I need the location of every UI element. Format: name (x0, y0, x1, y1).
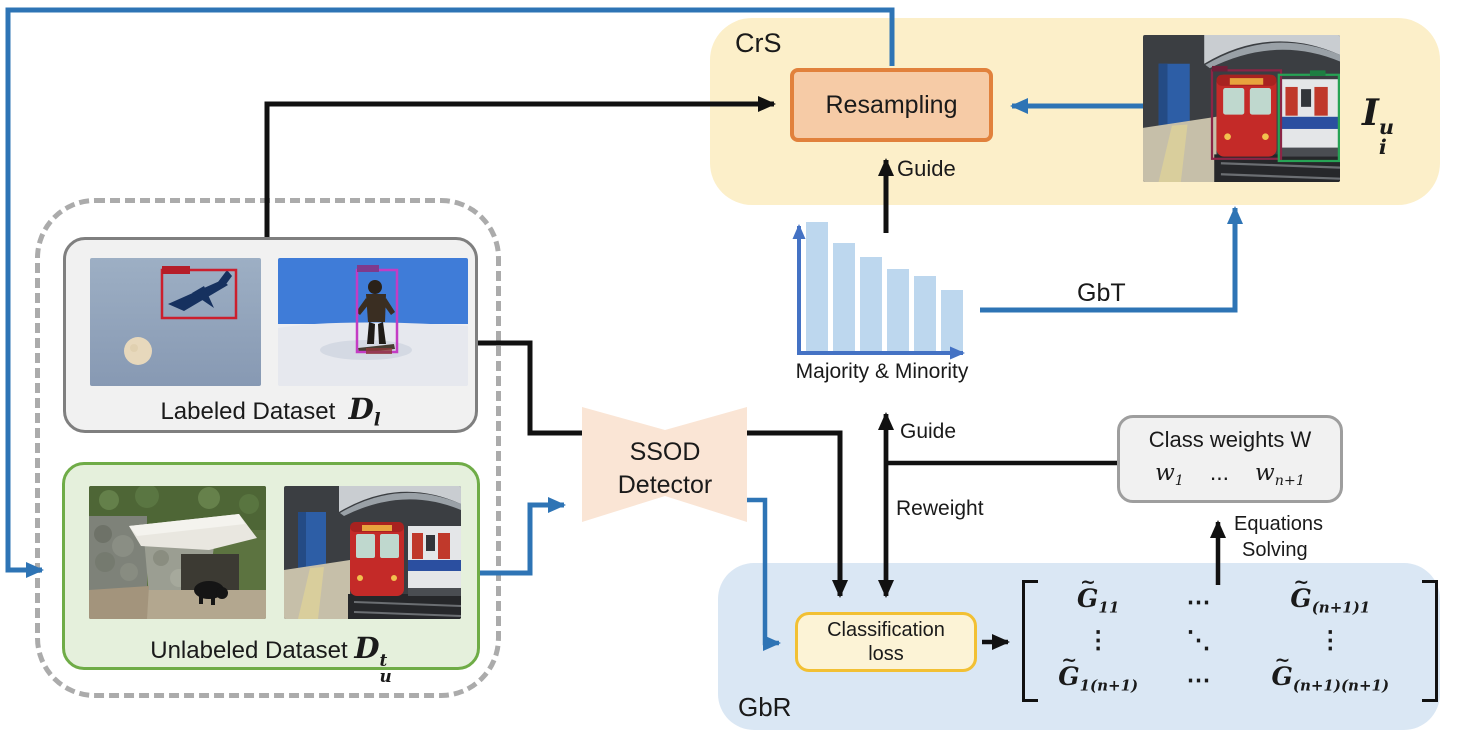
bar (914, 276, 936, 353)
classification-loss-line1: Classification (827, 619, 945, 641)
class-weights-dots: ... (1209, 459, 1230, 485)
matrix-e11-base: G (1077, 584, 1099, 614)
matrix-vdots-left: ⋮ (1086, 624, 1111, 654)
matrix-vdots-right: ⋮ (1318, 624, 1343, 654)
reweight-label: Reweight (896, 497, 984, 520)
pseudo-labeled-train-image (1143, 35, 1340, 182)
w1-base: w (1155, 460, 1175, 486)
classification-loss-box: Classification loss (795, 612, 977, 672)
labeled-image-airplane (90, 258, 261, 386)
gbt-label: GbT (1077, 279, 1126, 307)
pseudo-image-math-sup: u (1378, 114, 1395, 140)
unlabeled-dataset-label: Unlabeled Dataset (150, 637, 348, 664)
bar (833, 243, 855, 353)
guide-label-mid: Guide (900, 420, 957, 443)
classification-loss-line2: loss (868, 643, 904, 665)
matrix-cdots-bottom: ⋯ (1186, 664, 1211, 694)
bar (941, 290, 963, 353)
matrix-e33-base: G (1271, 662, 1293, 692)
matrix-e31-base: G (1058, 662, 1080, 692)
pseudo-image-math-sub: i (1378, 134, 1387, 160)
matrix-e13-base: G (1290, 584, 1312, 614)
ssod-detector-label: SSOD Detector (600, 436, 730, 501)
ssod-line2: Detector (617, 470, 713, 499)
matrix-e13-tilde: ~ (1293, 571, 1310, 594)
class-weights-title: Class weights W (1148, 427, 1312, 452)
gbr-region-label: GbR (738, 692, 792, 722)
matrix-e33-tilde: ~ (1274, 649, 1291, 672)
pseudo-image-math-base: I (1362, 92, 1379, 134)
matrix-e11-tilde: ~ (1080, 571, 1096, 594)
bar-chart-caption: Majority & Minority (795, 360, 969, 383)
unlabeled-dataset-math-sub: u (379, 665, 392, 686)
matrix-e33-sub: (n+1)(n+1) (1292, 676, 1390, 695)
unlabeled-dataset-math: D (354, 631, 380, 665)
labeled-image-snowboarder (278, 258, 468, 386)
bar (806, 222, 828, 353)
ssod-line1: SSOD (629, 438, 701, 466)
bar (860, 257, 882, 353)
labeled-dataset-label: Labeled Dataset (160, 398, 336, 425)
matrix-cdots-top: ⋯ (1186, 586, 1211, 616)
class-weights-box: Class weights W w1 ... wn+1 (1117, 415, 1343, 503)
unlabeled-image-pig (89, 486, 266, 619)
matrix-e11-sub: 11 (1098, 598, 1120, 617)
w1-sub: 1 (1174, 472, 1184, 489)
labeled-dataset-box: Labeled Dataset Dl (63, 237, 478, 433)
matrix-e13-sub: (n+1)1 (1311, 598, 1371, 617)
equations-line1: Equations (1234, 513, 1323, 535)
resampling-label: Resampling (825, 90, 958, 119)
crs-region-label: CrS (735, 28, 782, 58)
labeled-dataset-math-sub: l (373, 409, 381, 431)
labeled-dataset-caption: Labeled Dataset Dl (66, 392, 475, 430)
resampling-box: Resampling (790, 68, 993, 142)
matrix-e31-sub: 1(n+1) (1079, 676, 1139, 695)
matrix-e31-tilde: ~ (1061, 649, 1078, 672)
labeled-dataset-math: D (348, 392, 374, 426)
equations-solving-label: Equations Solving (1234, 511, 1323, 563)
unlabeled-image-train (284, 486, 461, 619)
bar-chart-bars (806, 218, 966, 353)
gradient-matrix: G~11 ⋯ G~(n+1)1 ⋮ ⋱ ⋮ G~1(n+1) ⋯ G~(n+1)… (1022, 573, 1438, 702)
wn-base: w (1255, 460, 1275, 486)
matrix-ddots: ⋱ (1186, 624, 1211, 654)
bar (887, 269, 909, 353)
unlabeled-dataset-math-sup: t (379, 649, 388, 670)
equations-line2: Solving (1242, 539, 1308, 561)
matrix-bracket-left (1022, 580, 1038, 702)
wn-sub: n+1 (1274, 472, 1305, 489)
guide-label-top: Guide (897, 156, 956, 181)
matrix-bracket-right (1422, 580, 1438, 702)
